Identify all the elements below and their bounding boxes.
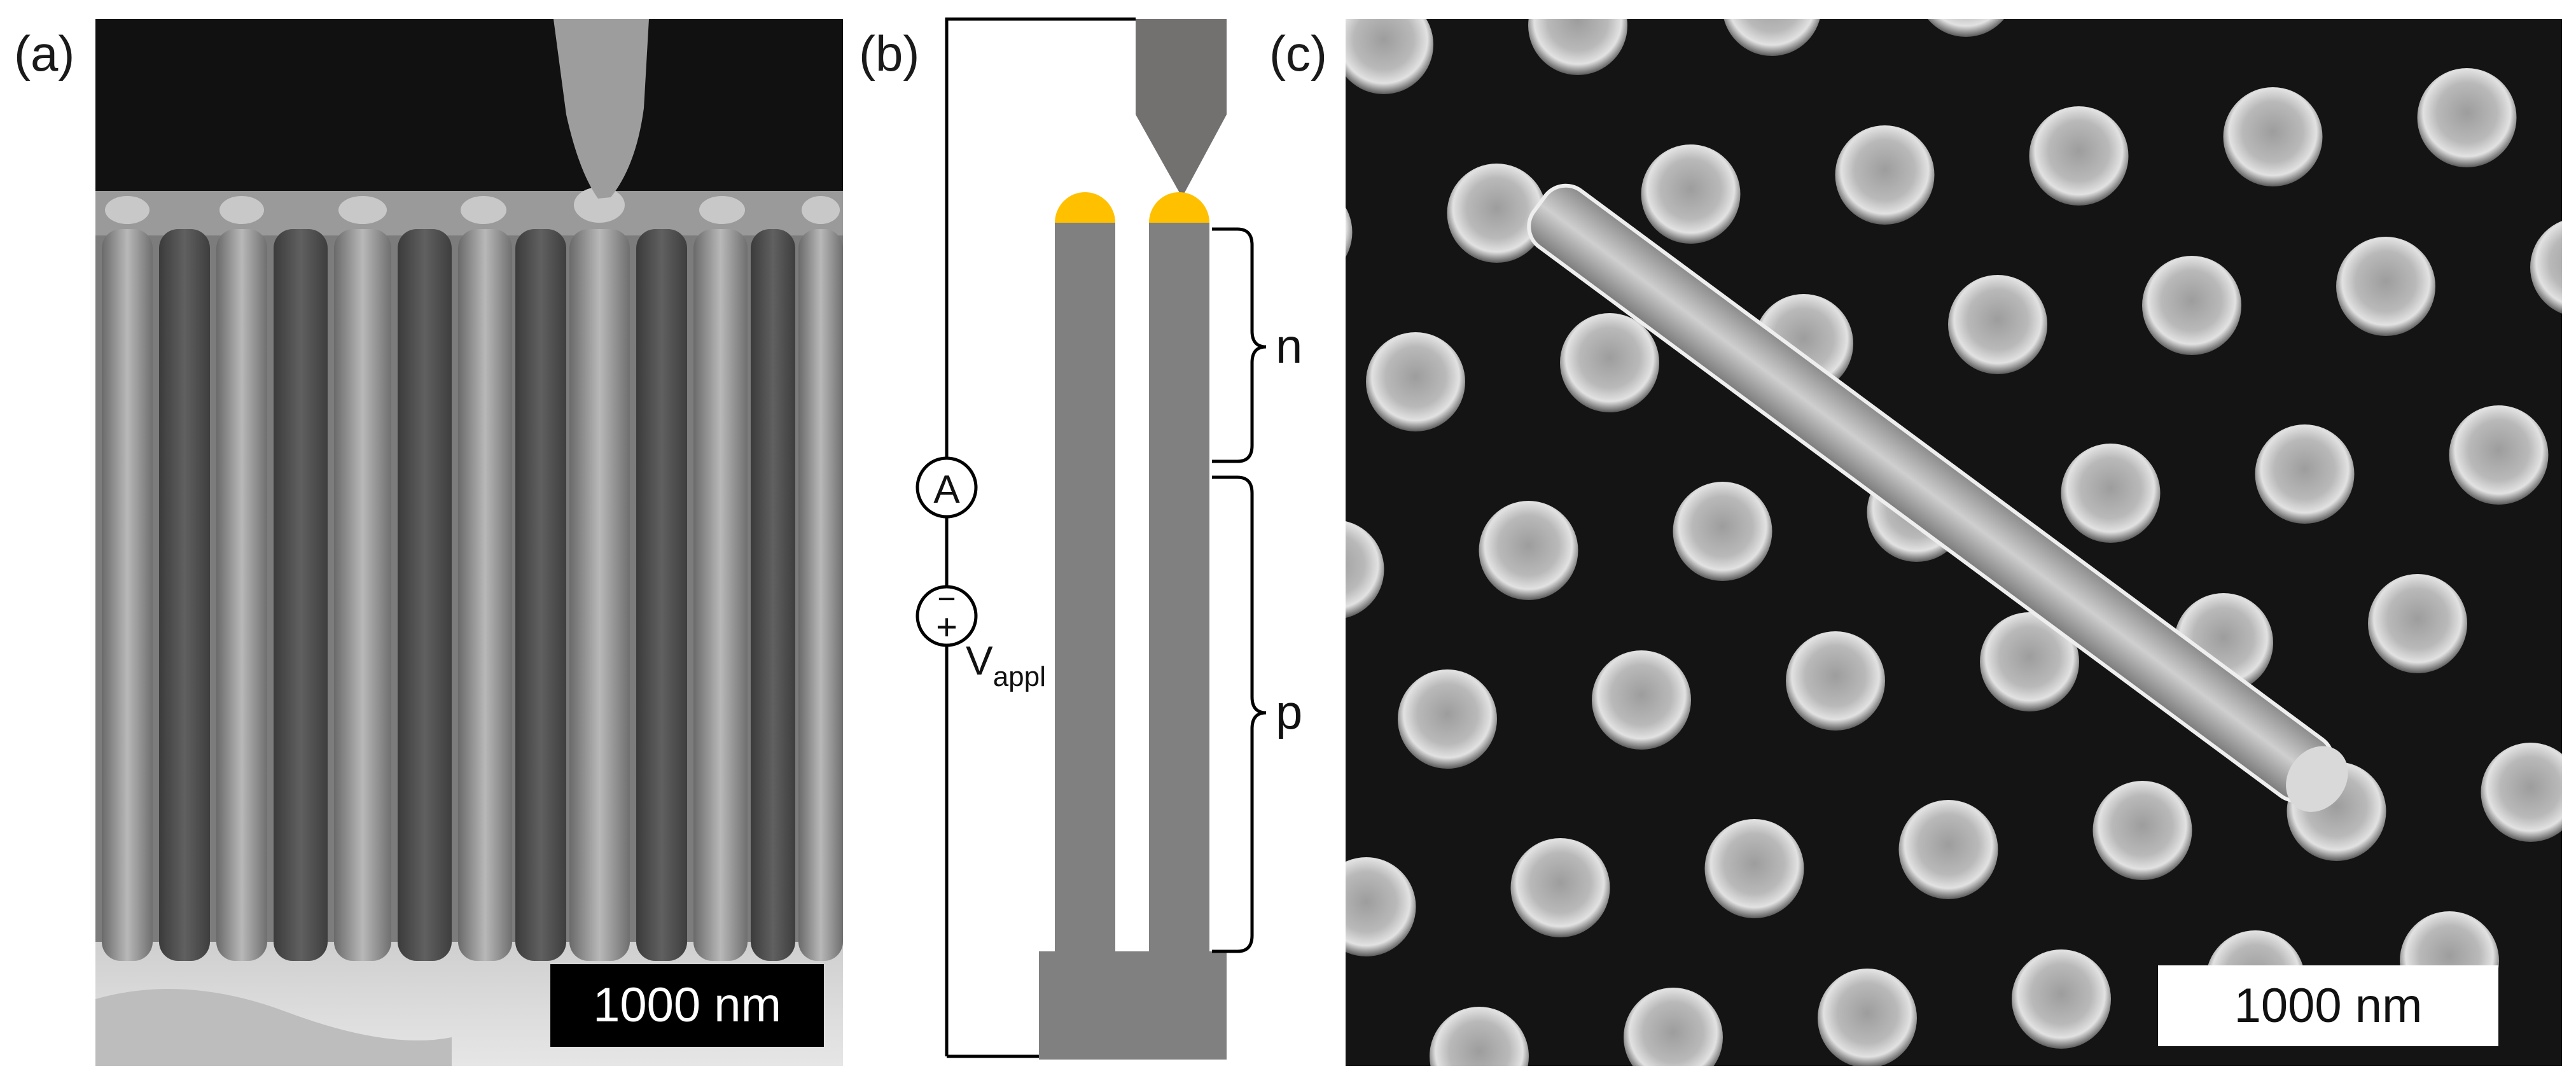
probe-tip [553, 19, 649, 199]
panel-label-c: (c) [1269, 25, 1327, 81]
nanowire-top [1948, 275, 2047, 374]
sem-image-top-view [1346, 19, 2562, 1066]
substrate-texture [95, 989, 452, 1066]
nanowire-top [1528, 19, 1627, 75]
panel-label-a: (a) [14, 25, 75, 81]
nanowire-top [1346, 521, 1384, 619]
nanowire-top [2530, 221, 2562, 314]
circuit-wire-left [945, 17, 1136, 1056]
source-plus-sign: + [936, 606, 957, 648]
nanowire-top [1835, 125, 1935, 225]
ammeter-symbol [916, 456, 978, 519]
nanowire-top [1447, 164, 1547, 263]
nanowire-top [1641, 144, 1741, 244]
schematic-nanowire-right [1149, 223, 1209, 955]
nanowire-top [2255, 424, 2355, 524]
region-label-p: p [1276, 685, 1302, 739]
nanowire-top [1898, 800, 1998, 899]
nanowire-top [1560, 313, 1659, 412]
nanowire-top [2368, 574, 2467, 673]
nanowire-top [1346, 19, 1433, 94]
brace-p-region [1212, 475, 1267, 953]
nanowire-top [2481, 743, 2562, 842]
brace-n-region [1212, 227, 1267, 463]
nanowire-top [1479, 501, 1578, 600]
nanowire-top [1980, 612, 2079, 711]
nanowire-top [1723, 19, 1820, 56]
schematic-nanowire-left [1055, 223, 1115, 955]
nanowire-top [2029, 106, 2129, 206]
nanowire-top [1430, 1007, 1529, 1066]
contact-right [1149, 192, 1209, 223]
sem-background-top [95, 19, 843, 191]
nanowire-caps [105, 187, 840, 224]
sem-side-view-graphic [95, 19, 843, 1066]
schematic-substrate [1039, 951, 1227, 1060]
scale-bar-a: 1000 nm [550, 964, 824, 1047]
nanowire-top [2142, 256, 2241, 355]
nanowire-top [2223, 87, 2323, 186]
source-minus-sign: − [937, 581, 956, 617]
sem-image-side-view [95, 19, 843, 1066]
voltage-source-symbol [916, 585, 978, 647]
nanowire-top [2417, 68, 2517, 167]
nanowire-top [2061, 444, 2161, 543]
nanowire-top [1928, 19, 2004, 37]
nanowire-top [1624, 988, 1723, 1066]
sem-top-view-graphic [1346, 19, 2562, 1066]
scale-bar-c: 1000 nm [2158, 965, 2498, 1046]
nanowire-top [1346, 857, 1416, 956]
nanowire-top [1786, 631, 1885, 731]
nanowire-top [1398, 669, 1497, 769]
nanowire-array [102, 229, 843, 961]
nanowire-top [2092, 781, 2192, 880]
contact-left [1055, 192, 1115, 223]
schematic-probe-tip [1136, 19, 1227, 197]
fallen-nanowire [1527, 183, 2348, 812]
nanowire-top [1818, 969, 1917, 1066]
nanowire-top [1346, 207, 1353, 258]
nanowire-top [1704, 819, 1804, 918]
panel-label-b: (b) [859, 25, 920, 81]
voltage-label: Vappl [966, 638, 1046, 692]
nanowire-top [1673, 482, 1772, 581]
nanowire-top [2336, 237, 2435, 336]
ammeter-label: A [933, 468, 960, 512]
nanowire-top [1366, 332, 1465, 431]
nanowire-top [1592, 650, 1691, 750]
nanowire-top [2012, 949, 2111, 1049]
nanowire-top [1510, 838, 1610, 937]
nanowire-top [2449, 405, 2549, 505]
region-label-n: n [1276, 319, 1302, 374]
